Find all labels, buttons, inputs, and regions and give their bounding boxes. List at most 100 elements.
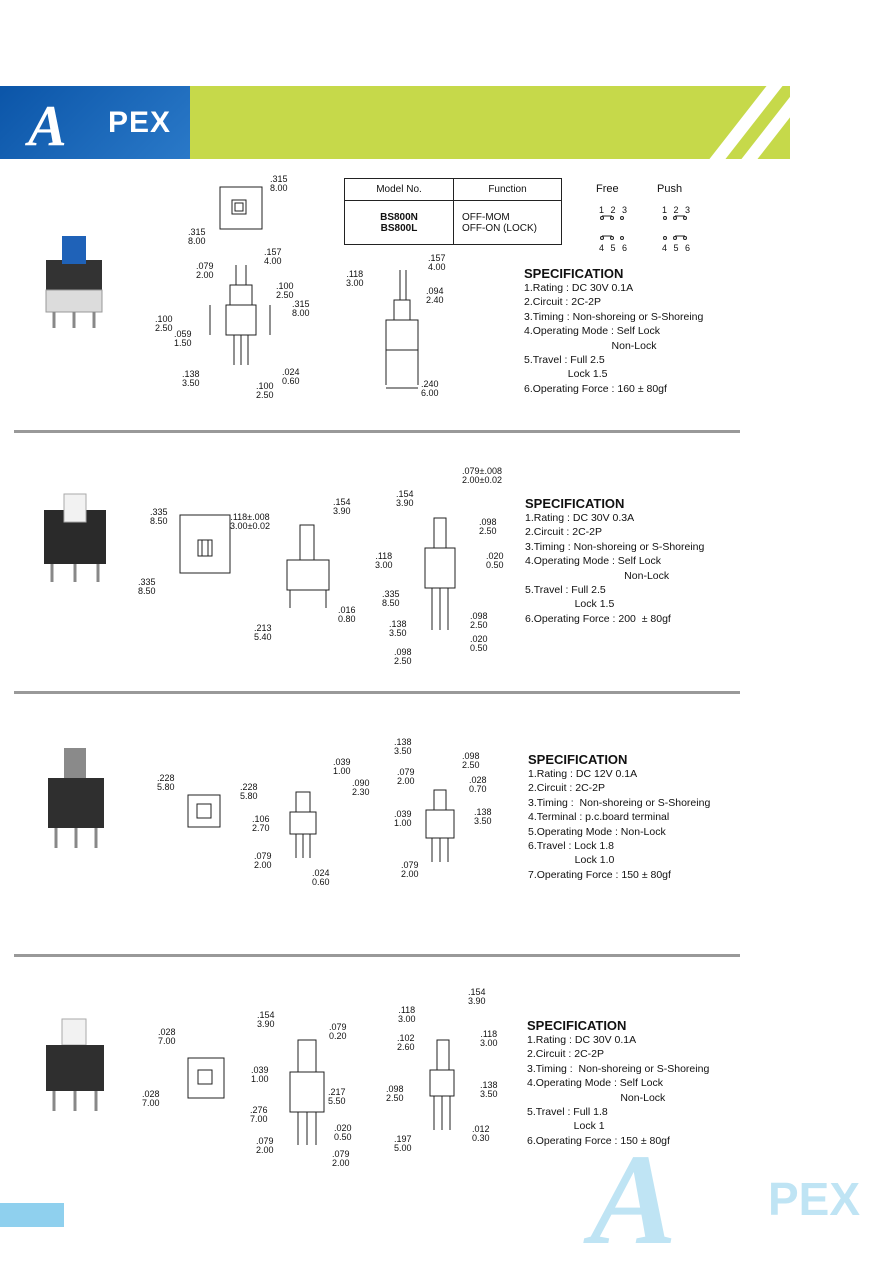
header-model-no: Model No. [344,178,454,201]
pin-numbers: 1 2 3 [599,205,630,215]
spec-line: Non-Lock [525,569,670,582]
pin-numbers: 4 5 6 [662,243,693,253]
drawing-4 [187,1039,455,1145]
spec-line: 2.Circuit : 2C-2P [525,526,603,539]
spec-line: 1.Rating : DC 30V 0.1A [527,1034,637,1046]
section-divider [14,691,740,694]
spec-line: Lock 1.5 [525,598,615,611]
switch-schematic [600,215,687,240]
free-label: Free [596,183,619,195]
spec-line: 4.Operating Mode : Self Lock [525,555,661,568]
header-function: Function [453,178,562,201]
specification-block: SPECIFICATION 1.Rating : DC 30V 0.3A 2.C… [525,496,704,626]
spec-line: 1.Rating : DC 30V 0.3A [525,512,635,524]
spec-line: 5.Travel : Full 1.8 [527,1106,608,1119]
pin-numbers: 1 2 3 [662,205,693,215]
footer-bar [0,1203,64,1227]
pin-numbers: 4 5 6 [599,243,630,253]
spec-line: 3.Timing : Non-shoreing or S-Shoreing [525,540,705,553]
spec-line: 6.Travel : Lock 1.8 [528,840,614,853]
logo-text: PEX [108,106,172,139]
spec-line: Lock 1.5 [524,368,608,381]
spec-line: 2.Circuit : 2C-2P [524,296,602,309]
specification-block: SPECIFICATION 1.Rating : DC 12V 0.1A 2.C… [528,752,710,882]
spec-title: SPECIFICATION [527,1018,627,1033]
spec-line: 4.Operating Mode : Self Lock [524,325,660,338]
spec-line: Non-Lock [524,339,657,352]
spec-line: 4.Terminal : p.c.board terminal [528,811,670,824]
product-photo-2 [44,493,106,582]
spec-line: 7.Operating Force : 150 ± 80gf [528,868,671,881]
footer-logo-text: PEX [768,1173,861,1225]
spec-title: SPECIFICATION [525,496,625,511]
section-divider [14,954,740,957]
spec-line: 5.Travel : Full 2.5 [524,354,605,367]
logo-panel [0,86,190,159]
spec-line: 5.Operating Mode : Non-Lock [528,825,666,838]
spec-line: Lock 1 [527,1120,605,1133]
specification-block: SPECIFICATION 1.Rating : DC 30V 0.1A 2.C… [524,266,703,396]
footer-logo-mark: A [590,1128,677,1272]
drawing-bs800-top-front [209,186,271,365]
spec-line: 1.Rating : DC 30V 0.1A [524,282,634,294]
section-divider [14,430,740,433]
spec-line: 2.Circuit : 2C-2P [528,782,606,795]
spec-line: 3.Timing : Non-shoreing or S-Shoreing [524,310,704,323]
spec-line: 6.Operating Force : 200 ± 80gf [525,612,671,625]
spec-title: SPECIFICATION [524,266,624,281]
